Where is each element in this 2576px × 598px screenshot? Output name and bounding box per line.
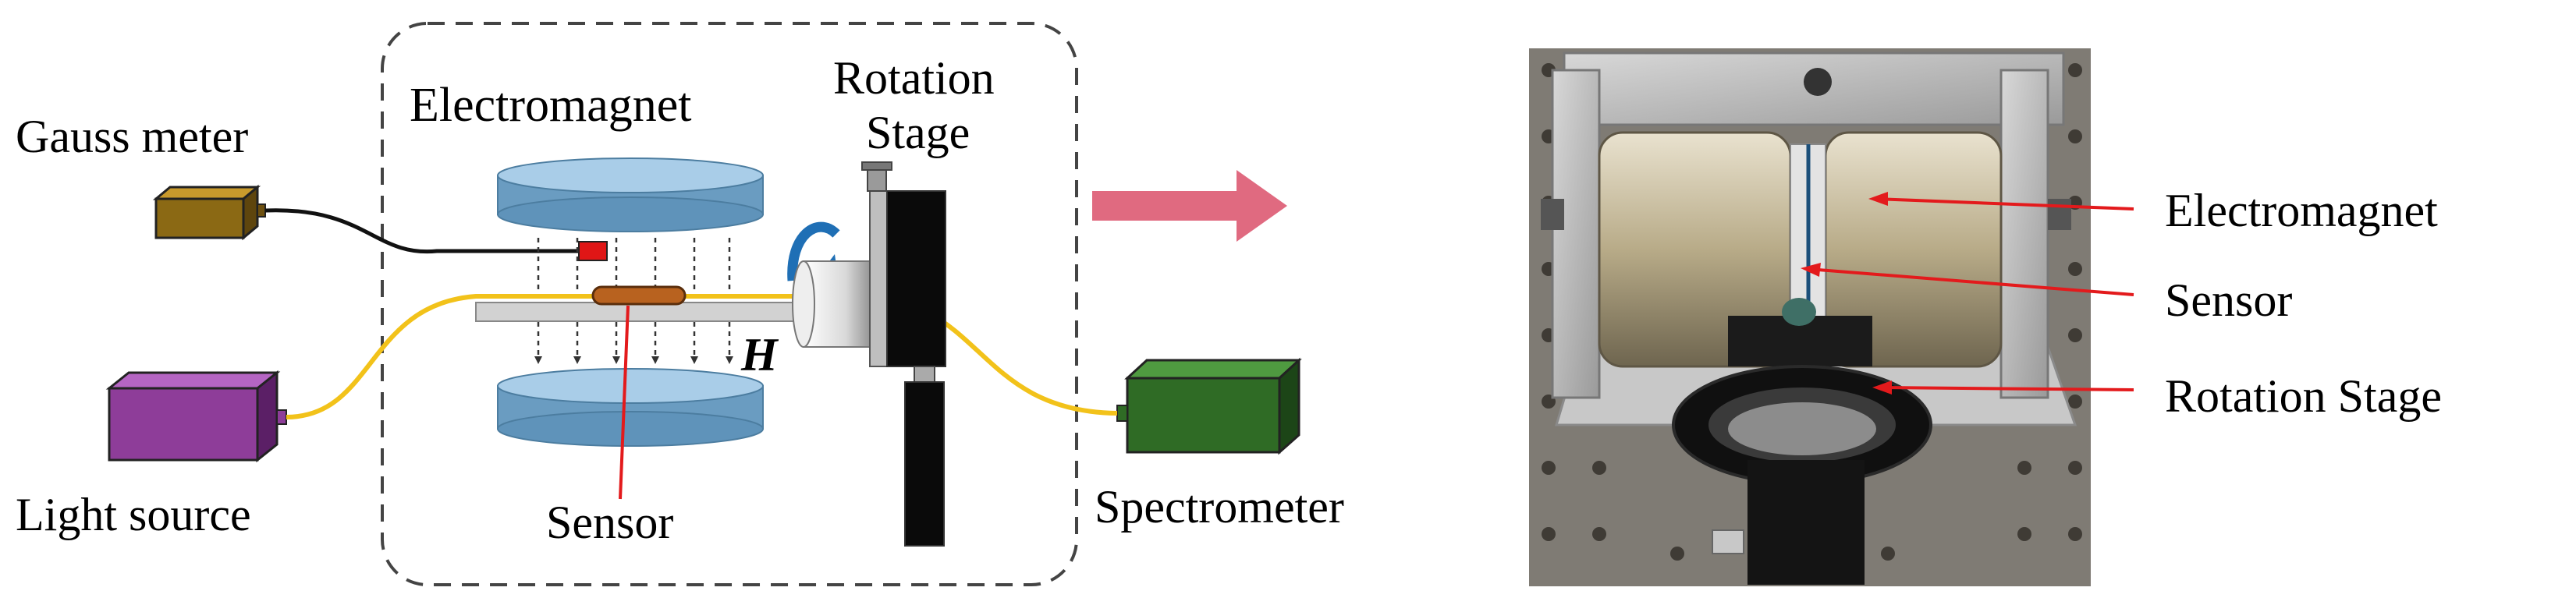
right-arrow-icon	[1092, 170, 1287, 242]
light-source	[105, 370, 287, 463]
rotation-stage-label-line1: Rotation	[833, 52, 995, 104]
sensor-callout	[619, 305, 630, 500]
gauss-meter-label: Gauss meter	[16, 111, 248, 162]
gauss-cable	[264, 208, 581, 254]
rotation-stage-label-line2: Stage	[866, 107, 970, 158]
mounting-bar	[475, 302, 812, 322]
schematic-panel: Gauss meter Electromagnet Rotation Stage…	[16, 22, 1344, 586]
rotation-stage-photo	[1672, 298, 1932, 585]
sensor-element	[591, 285, 687, 306]
electromagnet-label: Electromagnet	[410, 79, 692, 132]
gauss-meter	[152, 184, 266, 241]
field-label: H	[740, 329, 779, 380]
rotation-stage	[792, 161, 946, 547]
photo-callouts	[1801, 192, 2134, 395]
field-lines	[534, 238, 733, 364]
magnet-frame	[1551, 51, 2065, 399]
gauss-probe	[578, 241, 608, 261]
enclosure-box	[381, 22, 1078, 586]
photo-panel: Electromagnet Sensor Rotation Stage	[1529, 48, 2442, 586]
upper-magnet-pole	[497, 157, 764, 232]
spectrometer-label: Spectrometer	[1095, 481, 1344, 533]
spectrometer	[1116, 357, 1302, 455]
photo-rotation-stage-label: Rotation Stage	[2165, 370, 2442, 422]
sensor-label: Sensor	[546, 497, 673, 548]
photo-electromagnet-label: Electromagnet	[2165, 185, 2438, 236]
curved-rotation-arrow-icon	[787, 221, 840, 281]
photo-sensor-label: Sensor	[2165, 274, 2292, 326]
electromagnet-coils	[1541, 131, 2071, 368]
lower-magnet-pole	[497, 368, 764, 447]
light-source-label: Light source	[16, 489, 251, 540]
